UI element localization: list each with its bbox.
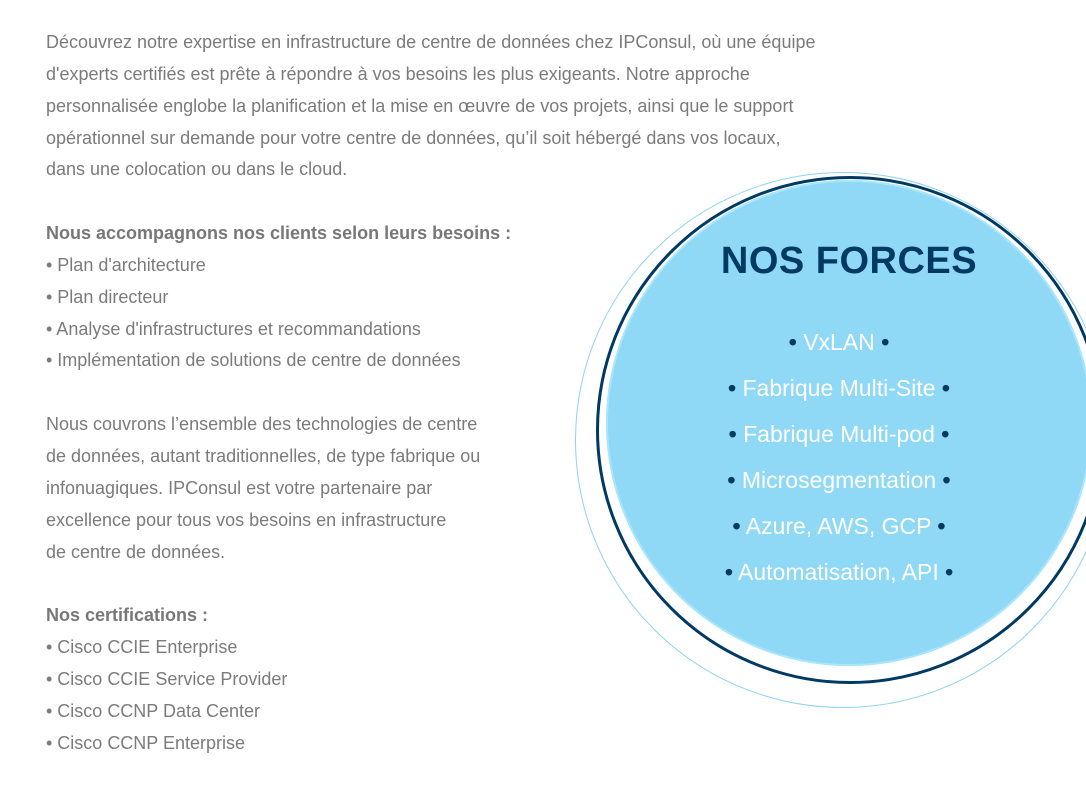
strength-label: Automatisation, API [738, 559, 939, 585]
strength-label: Microsegmentation [741, 467, 937, 493]
bullet-icon: • [881, 329, 890, 355]
bullet-icon: • [728, 421, 737, 447]
strength-item: • VxLAN • [596, 319, 1082, 365]
intro-line: opérationnel sur demande pour votre cent… [46, 127, 781, 148]
services-item: • Plan directeur [46, 286, 169, 307]
services-heading: Nous accompagnons nos clients selon leur… [46, 223, 512, 244]
certifications-heading: Nos certifications : [46, 605, 209, 626]
strength-item: • Fabrique Multi-Site • [596, 365, 1082, 411]
bullet-icon: • [732, 513, 741, 539]
coverage-line: de données, autant traditionnelles, de t… [46, 445, 481, 466]
strength-label: Fabrique Multi-pod [743, 421, 935, 447]
strength-item: • Automatisation, API • [596, 549, 1082, 595]
bullet-icon: • [788, 329, 797, 355]
certification-item: • Cisco CCIE Service Provider [46, 668, 288, 689]
services-item: • Analyse d'infrastructures et recommand… [46, 318, 421, 339]
coverage-line: infonuagiques. IPConsul est votre parten… [46, 477, 433, 498]
services-item: • Implémentation de solutions de centre … [46, 350, 461, 371]
coverage-line: de centre de données. [46, 541, 226, 562]
strengths-circle [606, 180, 1086, 666]
strength-label: Azure, AWS, GCP [745, 513, 932, 539]
certification-item: • Cisco CCIE Enterprise [46, 637, 238, 658]
bullet-icon: • [728, 375, 737, 401]
certification-item: • Cisco CCNP Enterprise [46, 732, 246, 753]
bullet-icon: • [727, 467, 736, 493]
coverage-line: Nous couvrons l’ensemble des technologie… [46, 414, 478, 435]
intro-line: d'experts certifiés est prête à répondre… [46, 63, 750, 84]
intro-line: personnalisée englobe la planification e… [46, 95, 794, 116]
services-item: • Plan d'architecture [46, 254, 206, 275]
strength-label: VxLAN [803, 329, 875, 355]
strengths-list: • VxLAN • • Fabrique Multi-Site • • Fabriq… [606, 319, 1086, 595]
strength-label: Fabrique Multi-Site [742, 375, 936, 401]
certification-item: • Cisco CCNP Data Center [46, 700, 261, 721]
coverage-line: excellence pour tous vos besoins en infr… [46, 509, 447, 530]
intro-line: dans une colocation ou dans le cloud. [46, 159, 348, 180]
bullet-icon: • [941, 375, 950, 401]
content-text: Découvrez notre expertise en infrastruct… [46, 27, 815, 759]
strength-item: • Azure, AWS, GCP • [596, 503, 1082, 549]
bullet-icon: • [941, 421, 950, 447]
strength-item: • Fabrique Multi-pod • [596, 411, 1082, 457]
strengths-panel: NOS FORCES • VxLAN • • Fabrique Multi-Sit… [606, 180, 1086, 595]
strength-item: • Microsegmentation • [596, 457, 1082, 503]
intro-line: Découvrez notre expertise en infrastruct… [46, 32, 816, 52]
bullet-icon: • [942, 467, 951, 493]
bullet-icon: • [724, 559, 733, 585]
dark-ring-decoration [596, 176, 1086, 684]
strengths-title: NOS FORCES [720, 240, 978, 282]
outer-ring-decoration [575, 172, 1086, 708]
bullet-icon: • [937, 513, 946, 539]
bullet-icon: • [945, 559, 954, 585]
